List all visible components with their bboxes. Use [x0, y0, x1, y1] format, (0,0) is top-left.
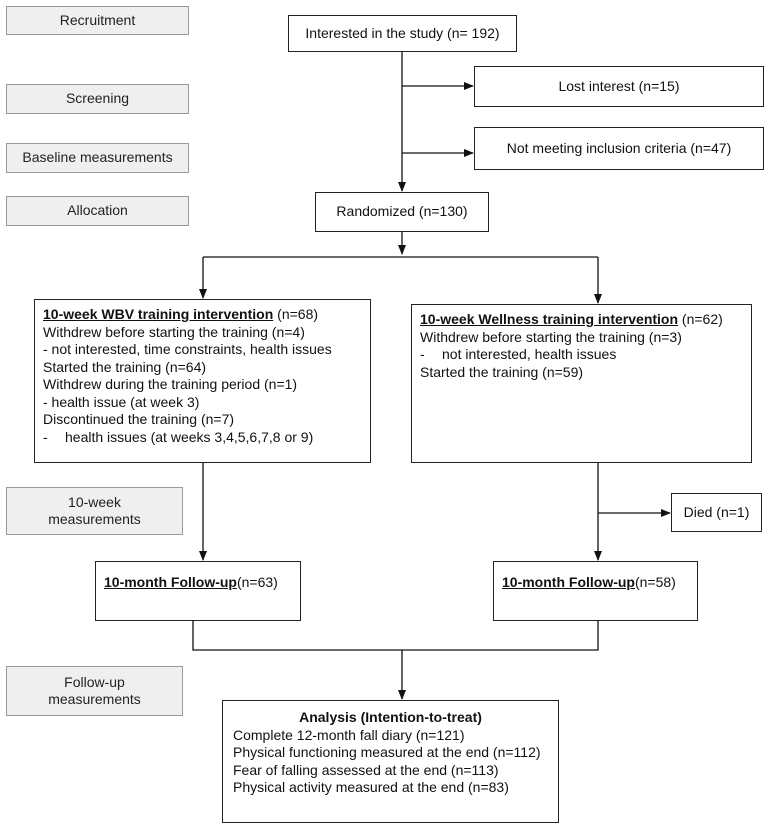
phase-recruitment: Recruitment	[6, 6, 189, 35]
wbv-title: 10-week WBV training intervention	[43, 306, 274, 322]
wbv-intervention-box: 10-week WBV training intervention (n=68)…	[34, 299, 371, 463]
phase-baseline-measurements: Baseline measurements	[6, 143, 189, 173]
phase-label: Recruitment	[59, 11, 136, 28]
wbv-last-text: health issues (at weeks 3,4,5,6,7,8 or 9…	[65, 428, 314, 445]
analysis-line: Fear of falling assessed at the end (n=1…	[233, 761, 499, 778]
phase-follow-up-measurements: Follow-up measurements	[6, 666, 183, 716]
wellness-title: 10-week Wellness training intervention	[420, 311, 679, 327]
followup-wbv-title: 10-month Follow-up	[104, 574, 237, 590]
followup-wellness-box: 10-month Follow-up (n=58)	[493, 561, 698, 621]
phase-allocation: Allocation	[6, 196, 189, 226]
wbv-title-n: (n=68)	[273, 306, 319, 322]
wellness-title-line: 10-week Wellness training intervention (…	[420, 311, 743, 329]
wbv-line: Withdrew before starting the training (n…	[43, 323, 305, 340]
wellness-line2-text: not interested, health issues	[442, 346, 617, 362]
wellness-intervention-box: 10-week Wellness training intervention (…	[411, 304, 752, 463]
wbv-line: Withdrew during the training period (n=1…	[43, 376, 298, 392]
wbv-title-line: 10-week WBV training intervention (n=68)	[43, 306, 362, 324]
merge-line	[192, 620, 599, 651]
lost-interest-text: Lost interest (n=15)	[558, 77, 680, 94]
lost-interest-box: Lost interest (n=15)	[474, 66, 764, 107]
analysis-line: Complete 12-month fall diary (n=121)	[233, 726, 465, 743]
phase-label-line: Follow-up	[64, 673, 125, 690]
analysis-title: Analysis (Intention-to-treat)	[299, 709, 482, 725]
phase-label: Baseline measurements	[22, 149, 173, 166]
phase-screening: Screening	[6, 84, 189, 114]
wellness-line: - not interested, health issues	[420, 346, 743, 364]
analysis-box: Analysis (Intention-to-treat) Complete 1…	[222, 700, 559, 823]
followup-wbv-box: 10-month Follow-up (n=63)	[95, 561, 301, 621]
wellness-title-n: (n=62)	[678, 311, 723, 327]
wbv-line: - health issue (at week 3)	[43, 393, 200, 410]
wbv-dash: -	[43, 428, 48, 445]
interested-box: Interested in the study (n= 192)	[288, 15, 517, 52]
analysis-line: Physical functioning measured at the end…	[233, 744, 541, 760]
analysis-line: Physical activity measured at the end (n…	[233, 779, 509, 795]
interested-text: Interested in the study (n= 192)	[305, 24, 500, 41]
followup-wbv-n: (n=63)	[236, 574, 278, 590]
wellness-line: Started the training (n=59)	[420, 363, 584, 380]
phase-label: Allocation	[67, 202, 128, 219]
wellness-line: Withdrew before starting the training (n…	[420, 328, 682, 345]
randomized-box: Randomized (n=130)	[315, 192, 489, 232]
followup-wellness-title: 10-month Follow-up	[502, 574, 635, 590]
randomized-text: Randomized (n=130)	[336, 203, 468, 220]
wbv-line: -health issues (at weeks 3,4,5,6,7,8 or …	[43, 429, 362, 447]
phase-label-line: measurements	[48, 511, 141, 527]
wbv-line: Started the training (n=64)	[43, 358, 207, 375]
followup-wellness-n: (n=58)	[634, 574, 676, 590]
not-meeting-text: Not meeting inclusion criteria (n=47)	[506, 139, 732, 156]
wellness-dash: -	[420, 346, 425, 362]
phase-label-line: 10-week	[68, 493, 121, 510]
phase-label-line: measurements	[48, 691, 141, 707]
not-meeting-criteria-box: Not meeting inclusion criteria (n=47)	[474, 127, 764, 170]
died-box: Died (n=1)	[671, 493, 762, 532]
wbv-line: Discontinued the training (n=7)	[43, 411, 235, 427]
phase-10-week-measurements: 10-week measurements	[6, 487, 183, 535]
phase-label: Screening	[65, 90, 130, 107]
died-text: Died (n=1)	[683, 503, 750, 520]
wbv-line: - not interested, time constraints, heal…	[43, 341, 332, 357]
